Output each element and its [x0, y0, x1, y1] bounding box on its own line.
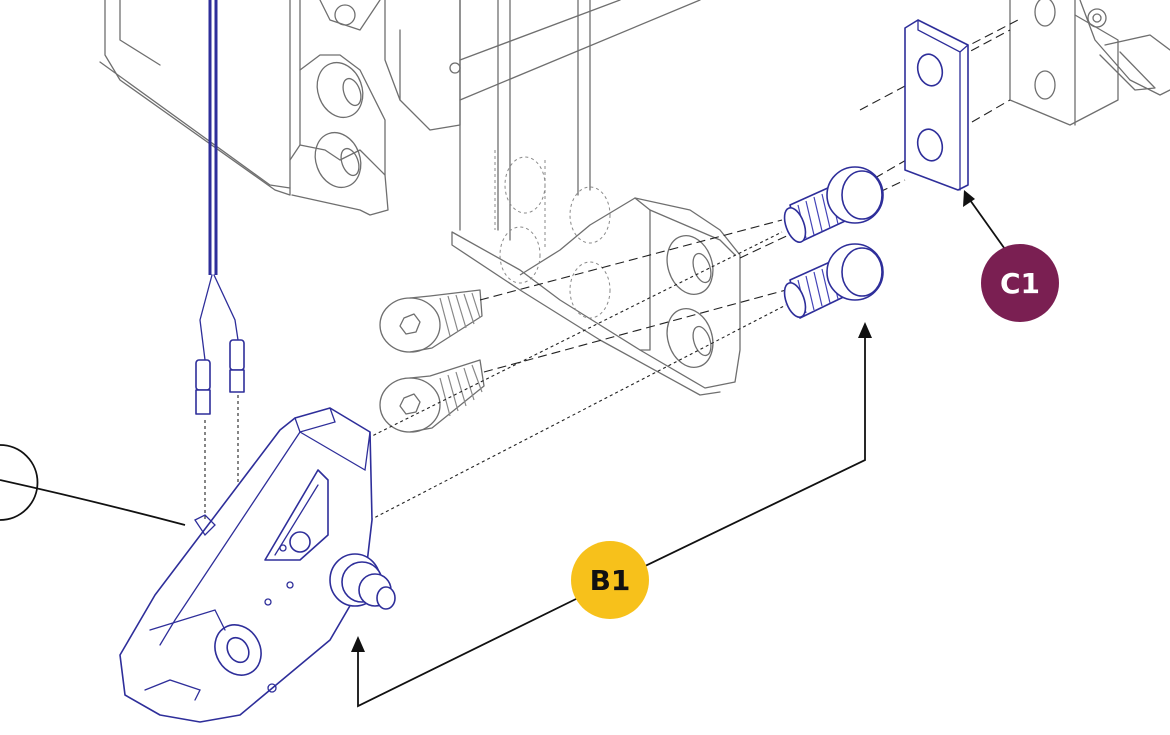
arrowhead-c1: [963, 190, 975, 207]
latch-bracket: [119, 407, 396, 723]
flat-head-screw-upper: [379, 289, 483, 353]
right-frame-block: [1009, 0, 1170, 126]
callout-b1-badge: [571, 541, 649, 619]
arrowhead-b1-latch: [351, 636, 365, 652]
wire-harness: [195, 0, 245, 415]
callout-b1-label: B1: [590, 564, 631, 597]
callout-c1-label: C1: [1000, 267, 1040, 300]
flat-head-screw-lower: [379, 359, 485, 433]
arrowhead-b1-screws: [858, 322, 872, 338]
cap-screw-lower: [783, 243, 884, 319]
shim-plate: [904, 19, 969, 191]
callout-c1: C1: [981, 244, 1059, 322]
left-frame-bracket: [99, 0, 701, 216]
arrowheads: [351, 190, 975, 652]
center-post-bracket: [451, 0, 741, 396]
callout-c1-badge: [981, 244, 1059, 322]
callout-b1: B1: [571, 541, 649, 619]
leader-lines: [0, 199, 1008, 708]
cap-screw-upper: [783, 166, 884, 243]
